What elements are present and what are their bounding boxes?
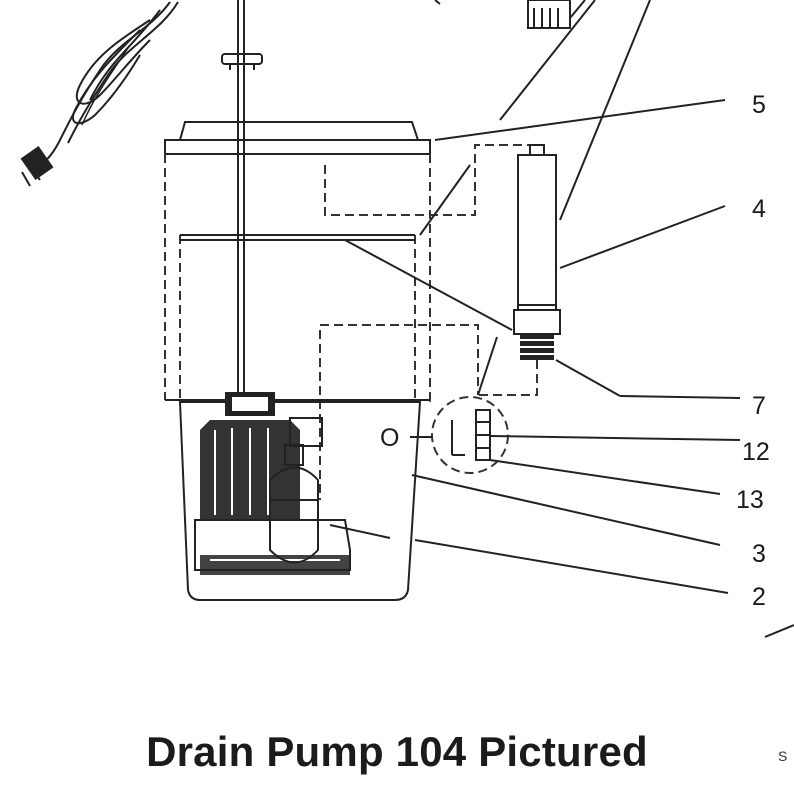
edge-text: S (778, 748, 788, 764)
tank-basin (165, 399, 431, 601)
top-fitting (434, 0, 586, 29)
float (269, 444, 319, 564)
callout-2: 2 (752, 583, 766, 611)
callout-5: 5 (752, 91, 766, 119)
power-cord (20, 1, 179, 187)
upper-housing (164, 144, 540, 500)
callout-7: 7 (752, 392, 766, 420)
callout-12: 12 (742, 438, 770, 466)
callout-13: 13 (736, 486, 764, 514)
pump-motor (194, 392, 351, 575)
float-o-label: O (380, 424, 399, 452)
check-valve-tube (478, 144, 561, 396)
diagram-caption: Drain Pump 104 Pictured (146, 728, 648, 775)
callout-3: 3 (752, 540, 766, 568)
leader-lines (329, 0, 794, 638)
tank-lid (164, 121, 431, 155)
callout-4: 4 (752, 195, 766, 223)
callout-labels: 5 4 7 12 13 3 2 (736, 91, 770, 611)
detail-circle (410, 396, 509, 474)
discharge-rod (221, 0, 263, 400)
